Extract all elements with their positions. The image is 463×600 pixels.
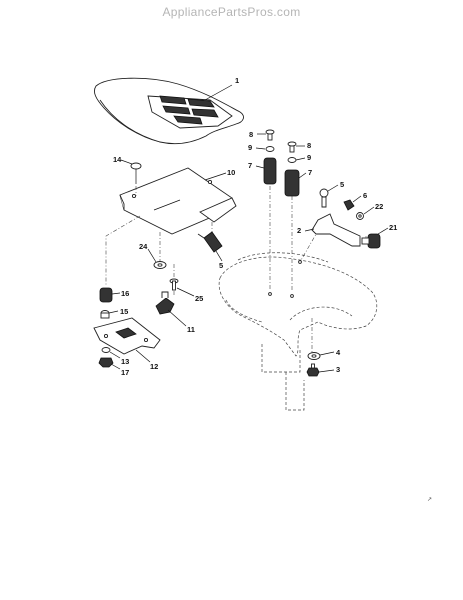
- callout-8a: 8: [249, 130, 253, 139]
- callout-2: 2: [297, 226, 301, 235]
- knob-assembly-part: [319, 188, 364, 220]
- callout-7a: 7: [248, 161, 252, 170]
- page-corner-mark: ↗: [427, 497, 433, 503]
- callout-12: 12: [150, 362, 158, 371]
- callout-9a: 9: [248, 143, 252, 152]
- nut-17-part: [98, 357, 114, 368]
- callout-1: 1: [235, 76, 239, 85]
- callout-16: 16: [121, 289, 129, 298]
- callout-13: 13: [121, 357, 129, 366]
- leader-25: [176, 287, 195, 297]
- callout-3: 3: [336, 365, 340, 374]
- callout-24: 24: [139, 242, 148, 251]
- callout-6: 6: [363, 191, 367, 200]
- callout-17: 17: [121, 368, 129, 377]
- leader-3: [318, 369, 335, 373]
- callout-5b: 5: [219, 261, 223, 270]
- callout-10: 10: [227, 168, 235, 177]
- callout-25: 25: [195, 294, 203, 303]
- callout-21: 21: [389, 223, 397, 232]
- leader-24: [147, 248, 157, 263]
- spring-16-part: [99, 287, 113, 303]
- leader-9a: [255, 147, 266, 150]
- bracket-2-part: [311, 213, 361, 247]
- washer-4-part: [307, 352, 321, 360]
- leader-14: [120, 159, 133, 165]
- fender-outline: [218, 252, 378, 411]
- callout-4: 4: [336, 348, 341, 357]
- site-watermark: AppliancePartsPros.com: [162, 5, 301, 19]
- washer-24-part: [153, 261, 167, 269]
- leader-21: [377, 227, 389, 235]
- leader-17: [110, 363, 121, 370]
- leader-5a: [327, 184, 339, 192]
- bolt-14-part: [130, 162, 142, 184]
- right-spring-stack: [284, 141, 300, 197]
- seat-pan-part: [119, 167, 237, 235]
- callout-8b: 8: [307, 141, 311, 150]
- left-spring-stack: [263, 129, 277, 185]
- pivot-11-part: [155, 291, 175, 315]
- washer-13-part: [101, 347, 111, 353]
- leader-15: [108, 310, 119, 314]
- leader-1: [204, 84, 233, 101]
- latch-5-part: [197, 231, 223, 253]
- leader-7a: [255, 165, 265, 169]
- bushing-15-part: [100, 310, 110, 319]
- leader-2: [304, 228, 315, 232]
- knob-21-part: [361, 233, 381, 249]
- leader-6: [352, 195, 362, 203]
- leader-22: [363, 206, 375, 215]
- callout-9b: 9: [307, 153, 311, 162]
- leader-16: [111, 292, 121, 295]
- seat-part: [93, 77, 244, 145]
- callout-5a: 5: [340, 180, 344, 189]
- leader-12: [135, 349, 151, 363]
- screw-25-part: [169, 278, 179, 291]
- callout-11: 11: [187, 325, 195, 334]
- leader-10: [204, 172, 227, 181]
- callout-14: 14: [113, 155, 122, 164]
- plate-12-part: [93, 317, 161, 355]
- leader-13: [109, 351, 121, 359]
- leader-7b: [298, 172, 307, 179]
- callout-15: 15: [120, 307, 128, 316]
- bolt-3-part: [306, 363, 320, 377]
- leader-11: [167, 309, 187, 327]
- leader-5b: [215, 250, 223, 262]
- leader-9b: [295, 157, 306, 161]
- callout-22: 22: [375, 202, 383, 211]
- callout-7b: 7: [308, 168, 312, 177]
- leader-4: [319, 351, 335, 356]
